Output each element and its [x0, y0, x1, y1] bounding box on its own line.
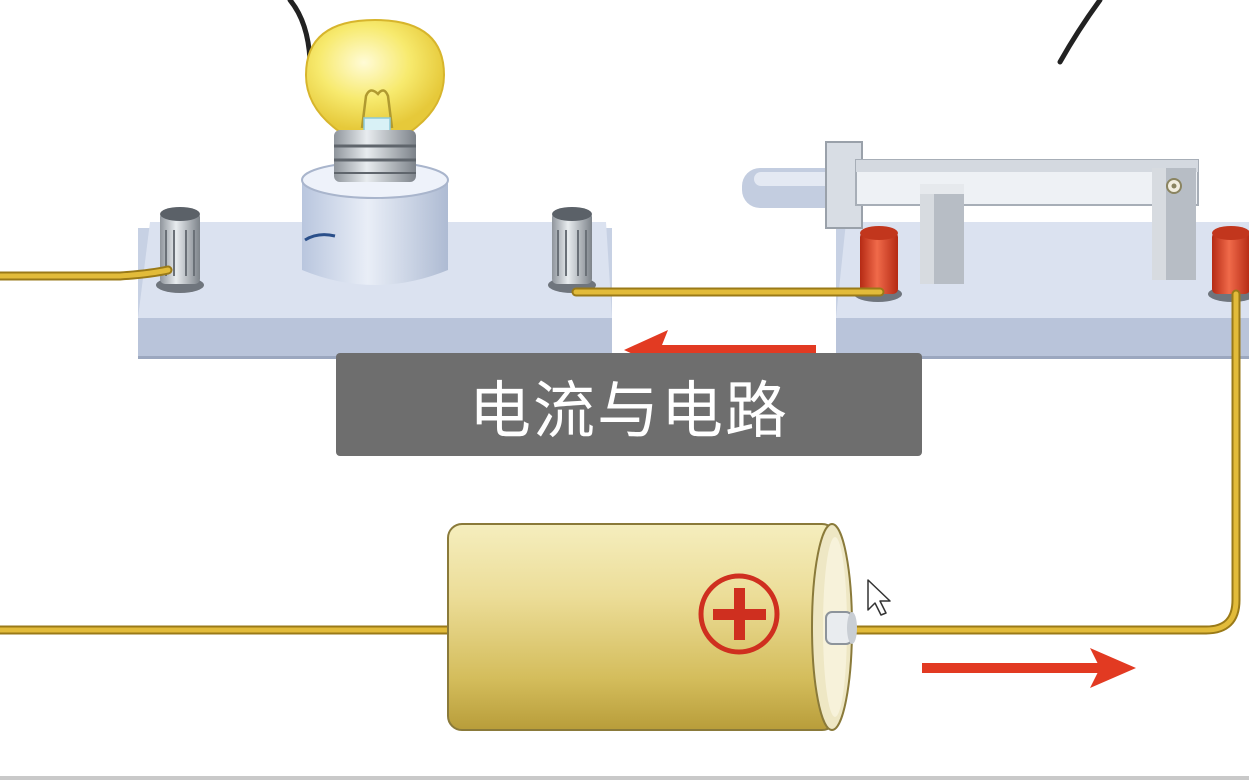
switch-terminal-right — [1208, 226, 1249, 302]
lamp-terminal-left — [156, 207, 204, 293]
pen-stroke-right — [1057, 0, 1103, 65]
current-arrow-lower — [922, 648, 1136, 688]
caption-title: 电流与电路 — [468, 373, 789, 447]
mouse-cursor-icon — [867, 579, 891, 616]
knife-switch-icon — [742, 141, 1199, 284]
pen-stroke-left — [287, 0, 313, 63]
light-bulb-icon — [304, 18, 446, 182]
caption-banner: 电流与电路 — [336, 353, 922, 456]
battery-icon — [447, 523, 857, 731]
lamp-terminal-right — [548, 207, 596, 293]
plus-terminal-icon — [698, 573, 780, 655]
bottom-divider — [0, 776, 1249, 780]
wires — [0, 265, 1241, 635]
